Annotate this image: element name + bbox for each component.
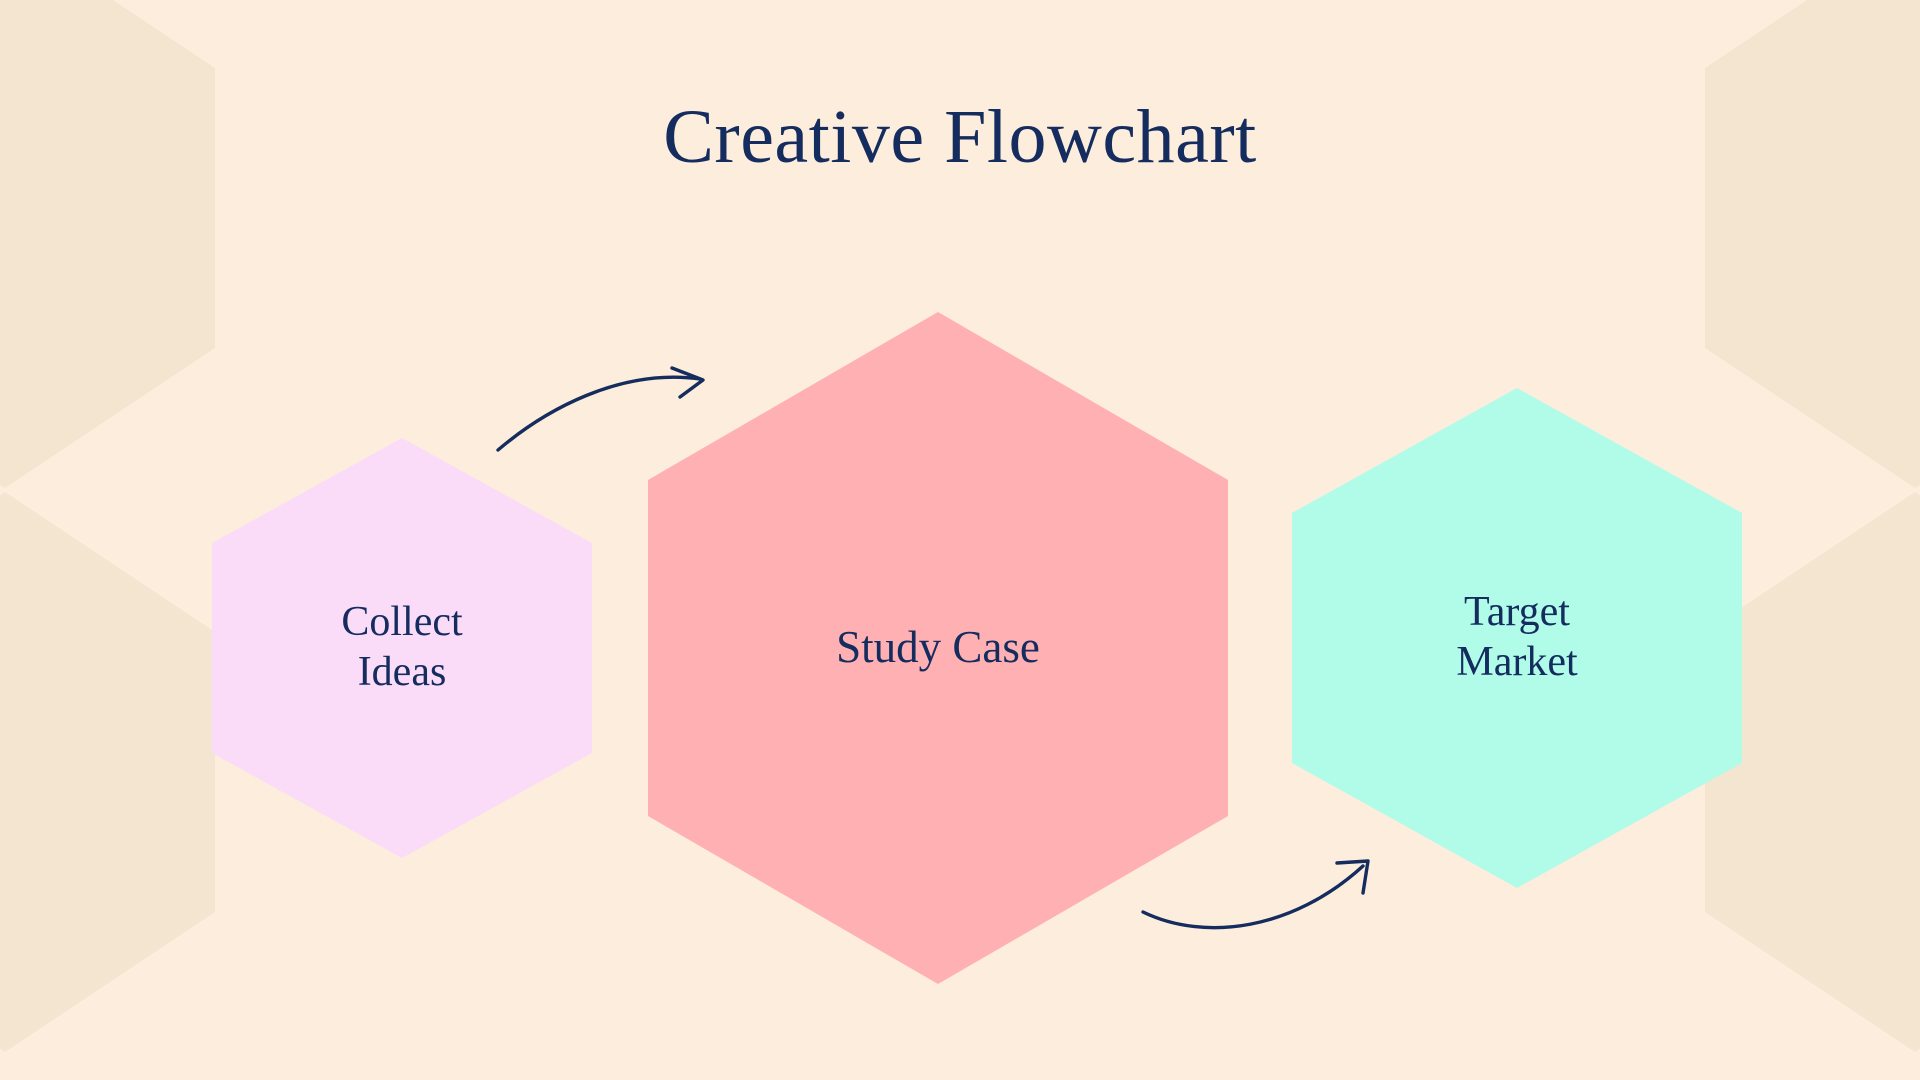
node-label-study-case: Study Case — [836, 622, 1040, 673]
arrow-collect-to-study — [496, 366, 705, 452]
bg-hexagon-left-top — [0, 0, 215, 488]
node-study-case[interactable]: Study Case — [648, 312, 1228, 984]
node-collect-ideas[interactable]: Collect Ideas — [212, 438, 592, 858]
node-label-collect-ideas: Collect Ideas — [341, 599, 463, 695]
node-target-market[interactable]: Target Market — [1292, 388, 1742, 888]
bg-hexagon-left-bottom — [0, 492, 215, 1052]
page-title: Creative Flowchart — [663, 95, 1257, 179]
node-label-target-market: Target Market — [1456, 589, 1578, 685]
arrow-study-to-target — [1141, 859, 1370, 930]
bg-hexagon-right-top — [1705, 0, 1920, 488]
